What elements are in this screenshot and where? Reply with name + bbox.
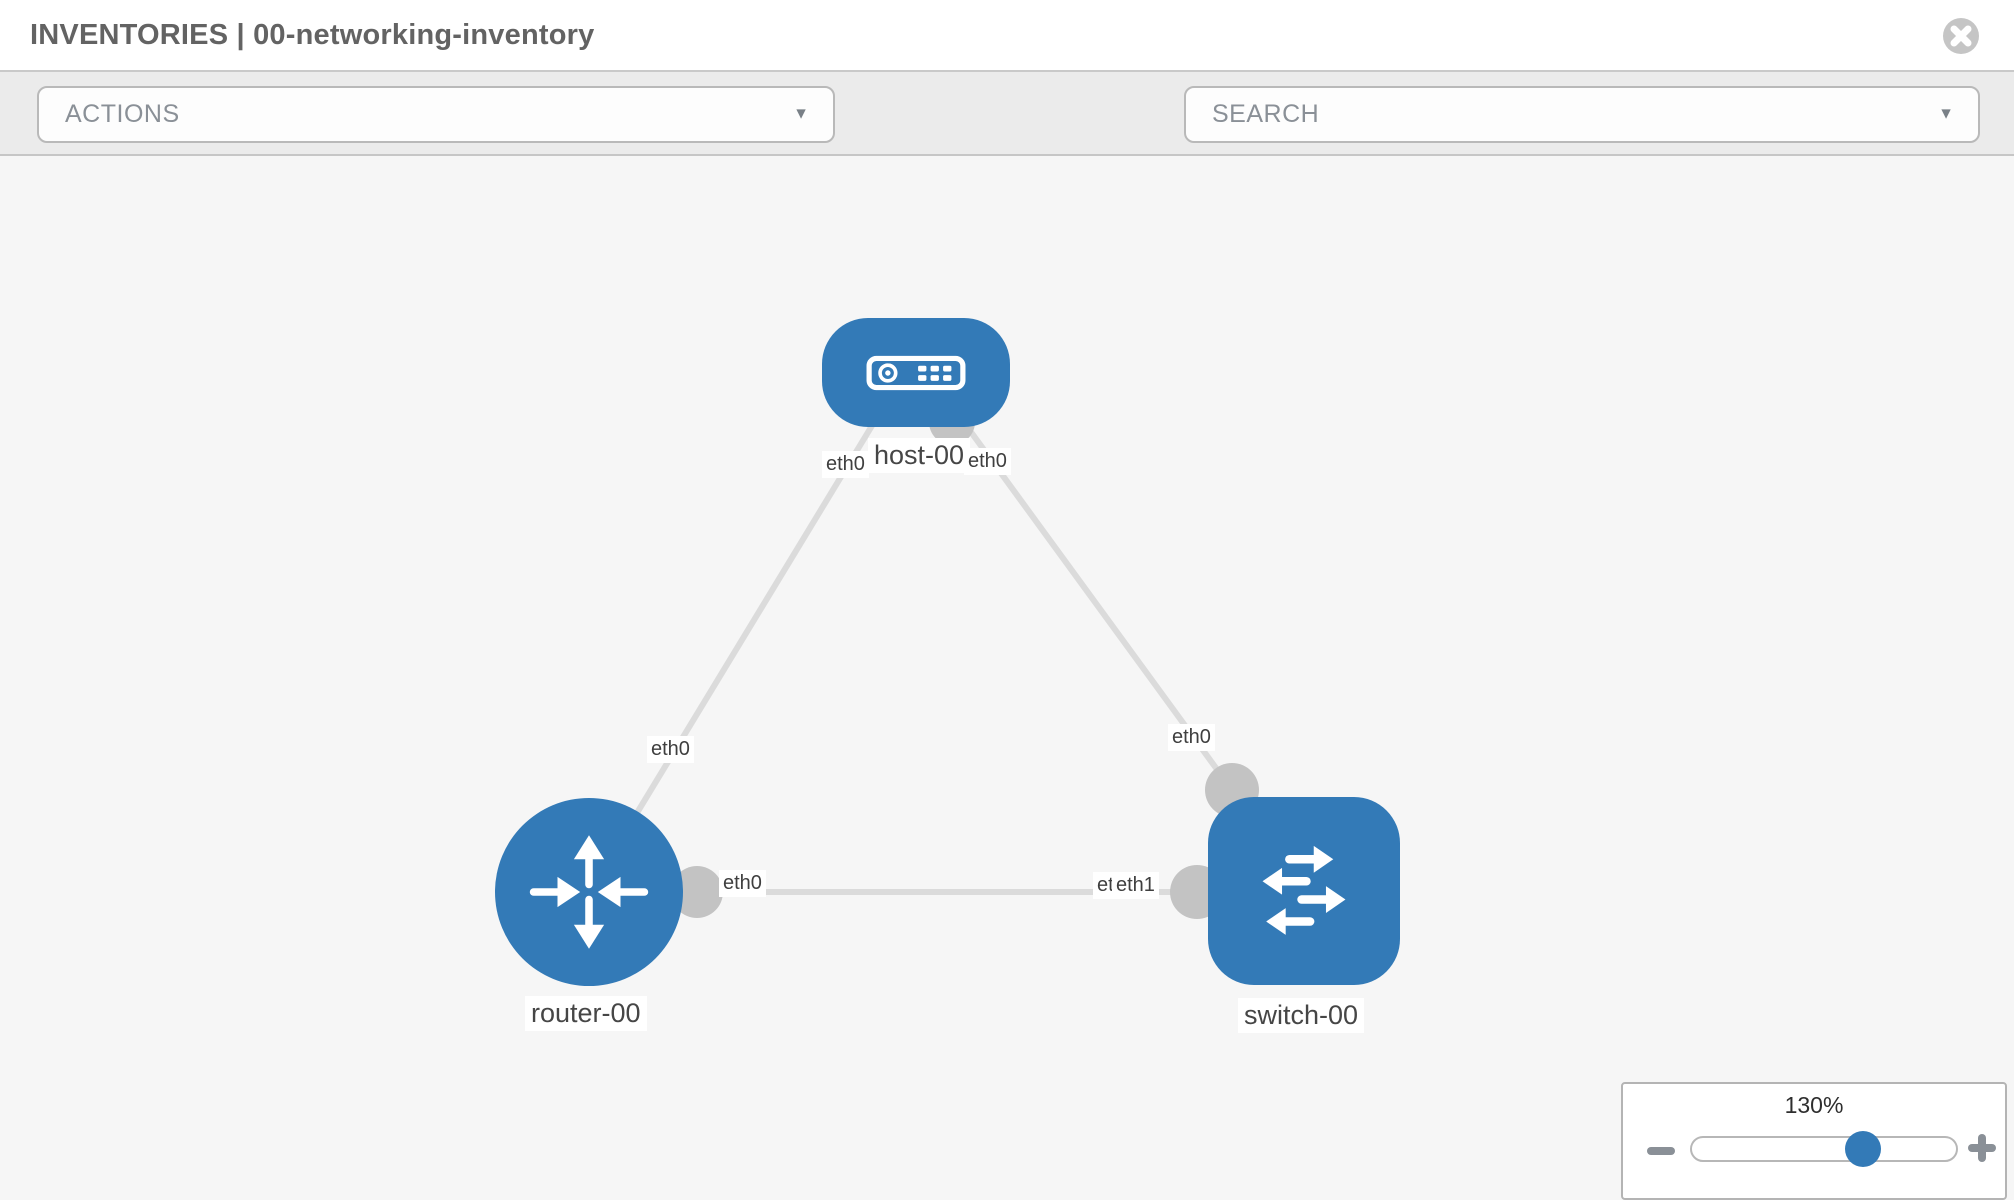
header: INVENTORIES | 00-networking-inventory	[0, 0, 2014, 72]
switch-icon	[1262, 845, 1346, 935]
interface-label: eth0	[647, 736, 694, 763]
router-icon	[529, 835, 649, 949]
node-label-router: router-00	[525, 996, 647, 1031]
plus-icon	[1978, 1134, 1986, 1162]
node-host-00[interactable]	[822, 318, 1010, 427]
search-dropdown-label: SEARCH	[1212, 100, 1320, 128]
node-router-00[interactable]	[495, 798, 683, 986]
interface-label: eth0	[719, 870, 766, 897]
search-dropdown[interactable]: SEARCH ▼	[1184, 86, 1980, 143]
actions-dropdown-label: ACTIONS	[65, 100, 180, 128]
topology-canvas: host-00 router-00 switch-00 eth0 eth0 et…	[0, 156, 2014, 1200]
minus-icon	[1647, 1147, 1675, 1155]
zoom-out-button[interactable]	[1647, 1140, 1677, 1162]
interface-label: eth0	[964, 448, 1011, 475]
close-icon	[1943, 18, 1979, 54]
zoom-panel: 130%	[1621, 1082, 2007, 1200]
interface-label: eth1	[1112, 872, 1159, 899]
host-icon	[866, 355, 966, 390]
node-switch-00[interactable]	[1208, 797, 1400, 985]
zoom-slider-track[interactable]	[1690, 1136, 1958, 1162]
chevron-down-icon: ▼	[793, 104, 809, 122]
interface-connector-router	[671, 866, 723, 918]
page-title: INVENTORIES | 00-networking-inventory	[30, 18, 595, 51]
interface-label: eth0	[822, 451, 869, 478]
topology-links-layer	[586, 394, 1259, 919]
zoom-slider-handle[interactable]	[1845, 1131, 1881, 1167]
actions-dropdown[interactable]: ACTIONS ▼	[37, 86, 835, 143]
zoom-in-button[interactable]	[1967, 1133, 1997, 1163]
close-button[interactable]	[1942, 17, 1980, 55]
zoom-level-label: 130%	[1784, 1092, 1844, 1118]
toolbar: ACTIONS ▼ SEARCH ▼	[0, 72, 2014, 206]
node-label-host: host-00	[868, 438, 971, 473]
link-host-router[interactable]	[586, 394, 893, 894]
chevron-down-icon: ▼	[1938, 104, 1954, 122]
node-label-switch: switch-00	[1238, 998, 1365, 1033]
interface-label: eth0	[1168, 724, 1215, 751]
